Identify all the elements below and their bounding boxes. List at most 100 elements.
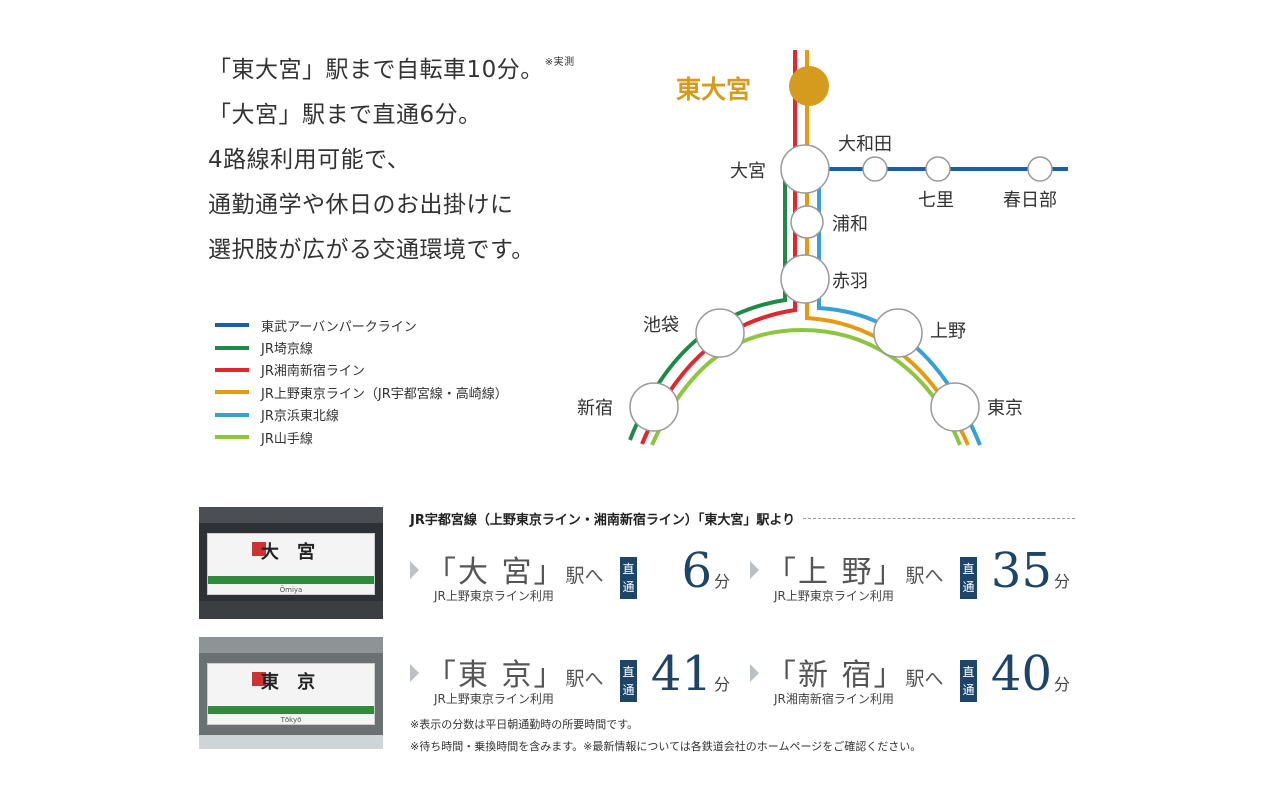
station-nanasato-marker bbox=[925, 156, 951, 182]
station-akabane-label: 赤羽 bbox=[832, 271, 868, 292]
line-legend: 東武アーバンパークライン JR埼京線 JR湘南新宿ライン JR上野東京ライン（J… bbox=[215, 314, 508, 448]
legend-label: JR山手線 bbox=[261, 431, 313, 447]
station-ikebukuro-marker bbox=[695, 308, 745, 358]
station-owada-marker bbox=[862, 156, 888, 182]
station-sign: 大 宮 Ōmiya bbox=[207, 533, 375, 595]
station-higashi-omiya-label: 東大宮 bbox=[676, 75, 751, 104]
footnotes: ※表示の分数は平日朝通勤時の所要時間です。 ※待ち時間・乗換時間を含みます。※最… bbox=[410, 714, 921, 758]
arrow-icon bbox=[410, 561, 419, 579]
legend-swatch bbox=[215, 390, 249, 395]
destination: 「東 京」駅へ bbox=[426, 650, 604, 694]
arrow-icon bbox=[750, 561, 759, 579]
destination-suffix: 駅へ bbox=[905, 565, 944, 587]
minutes-unit: 分 bbox=[713, 675, 730, 694]
route-map: 東大宮 大宮 大和田 七里 春日部 浦和 赤羽 池袋 上野 新宿 東京 bbox=[570, 40, 1090, 460]
travel-times-header: JR宇都宮線（上野東京ライン・湘南新宿ライン）「東大宮」駅より bbox=[410, 509, 1075, 528]
route-via: JR上野東京ライン利用 bbox=[774, 589, 894, 603]
intro-text: 「東大宮」駅まで自転車10分。※実測 「大宮」駅まで直通6分。 4路線利用可能で… bbox=[208, 40, 628, 273]
station-ikebukuro-label: 池袋 bbox=[643, 315, 679, 336]
sign-direction-band bbox=[208, 706, 374, 714]
intro-line-1-text: 「東大宮」駅まで自転車10分。 bbox=[208, 57, 544, 83]
header-divider bbox=[803, 518, 1075, 519]
legend-label: JR埼京線 bbox=[261, 342, 313, 358]
intro-line-2: 「大宮」駅まで直通6分。 bbox=[208, 102, 482, 128]
direct-badge: 直通 bbox=[620, 660, 637, 702]
sign-direction-band bbox=[208, 576, 374, 584]
photo-ceiling bbox=[199, 507, 383, 523]
travel-minutes-value: 41 bbox=[650, 646, 712, 702]
legend-item-tobu: 東武アーバンパークライン bbox=[215, 314, 508, 336]
legend-item-keihin-tohoku: JR京浜東北線 bbox=[215, 404, 508, 426]
destination-name: 「上 野」 bbox=[766, 555, 906, 590]
legend-item-saikyo: JR埼京線 bbox=[215, 336, 508, 358]
station-omiya-label: 大宮 bbox=[730, 161, 766, 182]
direct-badge: 直通 bbox=[620, 557, 637, 599]
tokyo-sign-photo: 東 京 Tōkyō bbox=[199, 637, 383, 749]
destination-name: 「大 宮」 bbox=[426, 555, 566, 590]
legend-label: JR湘南新宿ライン bbox=[261, 364, 365, 380]
direct-badge: 直通 bbox=[960, 660, 977, 702]
sign-station-name: 大 宮 bbox=[260, 542, 322, 563]
direct-badge: 直通 bbox=[960, 557, 977, 599]
legend-label: 東武アーバンパークライン bbox=[261, 319, 417, 335]
minutes-unit: 分 bbox=[1053, 572, 1070, 591]
destination-suffix: 駅へ bbox=[905, 668, 944, 690]
legend-item-shonan-shinjuku: JR湘南新宿ライン bbox=[215, 359, 508, 381]
intro-line-1: 「東大宮」駅まで自転車10分。※実測 bbox=[208, 40, 628, 93]
travel-minutes-value: 6 bbox=[681, 543, 712, 599]
station-shinjuku-marker bbox=[629, 382, 679, 432]
station-tokyo-marker bbox=[930, 382, 980, 432]
station-ueno-label: 上野 bbox=[930, 321, 966, 342]
photo-platform bbox=[199, 735, 383, 749]
route-via: JR湘南新宿ライン利用 bbox=[774, 692, 894, 706]
station-omiya-marker bbox=[780, 144, 830, 194]
travel-minutes-value: 40 bbox=[990, 646, 1052, 702]
intro-line-5: 選択肢が広がる交通環境です。 bbox=[208, 237, 535, 263]
legend-swatch bbox=[215, 345, 249, 350]
route-via: JR上野東京ライン利用 bbox=[434, 589, 554, 603]
sign-romaji: Ōmiya bbox=[279, 586, 303, 594]
legend-label: JR上野東京ライン（JR宇都宮線・高崎線） bbox=[261, 386, 508, 402]
route-map-svg: 東大宮 大宮 大和田 七里 春日部 浦和 赤羽 池袋 上野 新宿 東京 bbox=[577, 50, 1068, 446]
destination-suffix: 駅へ bbox=[565, 668, 604, 690]
footnote-1: ※表示の分数は平日朝通勤時の所要時間です。 bbox=[410, 718, 639, 731]
station-owada-label: 大和田 bbox=[838, 134, 892, 155]
arrow-icon bbox=[750, 664, 759, 682]
legend-item-ueno-tokyo: JR上野東京ライン（JR宇都宮線・高崎線） bbox=[215, 381, 508, 403]
footnote-2: ※待ち時間・乗換時間を含みます。※最新情報については各鉄道会社のホームページをご… bbox=[410, 740, 922, 753]
legend-swatch bbox=[215, 435, 249, 440]
station-ueno-marker bbox=[873, 308, 923, 358]
sign-romaji: Tōkyō bbox=[280, 716, 302, 724]
yamanote-line bbox=[650, 327, 962, 446]
intro-note: ※実測 bbox=[544, 57, 575, 68]
route-via: JR上野東京ライン利用 bbox=[434, 692, 554, 706]
travel-minutes-value: 35 bbox=[990, 543, 1052, 599]
station-sign: 東 京 Tōkyō bbox=[207, 663, 375, 725]
intro-line-3: 4路線利用可能で、 bbox=[208, 147, 411, 173]
legend-swatch bbox=[215, 367, 249, 372]
legend-swatch bbox=[215, 323, 249, 328]
minutes-unit: 分 bbox=[1053, 675, 1070, 694]
travel-times-header-label: JR宇都宮線（上野東京ライン・湘南新宿ライン）「東大宮」駅より bbox=[410, 513, 796, 528]
legend-label: JR京浜東北線 bbox=[261, 409, 339, 425]
destination-name: 「新 宿」 bbox=[766, 658, 906, 693]
station-nanasato-label: 七里 bbox=[918, 190, 954, 211]
photo-ceiling bbox=[199, 637, 383, 653]
station-kasukabe-marker bbox=[1027, 156, 1053, 182]
destination: 「上 野」駅へ bbox=[766, 547, 944, 591]
station-kasukabe-label: 春日部 bbox=[1003, 190, 1057, 211]
station-akabane-marker bbox=[780, 254, 830, 304]
omiya-sign-photo: 大 宮 Ōmiya bbox=[199, 507, 383, 619]
sign-number-badge bbox=[252, 542, 266, 556]
station-shinjuku-label: 新宿 bbox=[577, 398, 613, 419]
station-urawa-marker bbox=[790, 205, 824, 239]
sign-station-name: 東 京 bbox=[260, 672, 322, 693]
